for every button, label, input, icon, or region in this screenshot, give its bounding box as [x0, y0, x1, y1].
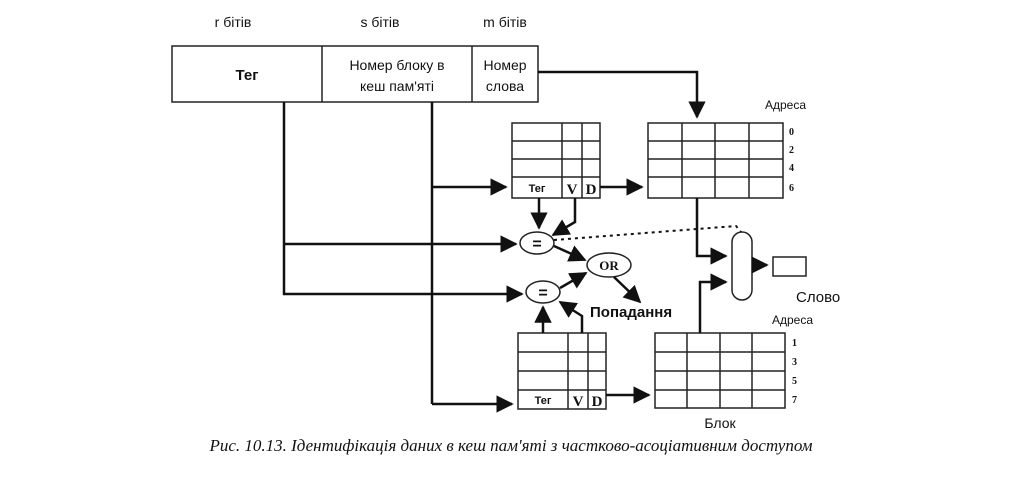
word-width-label: m бітів	[483, 14, 527, 30]
comparator-top	[519, 231, 555, 255]
signal-wires	[282, 70, 769, 413]
valid-bit-label-top: V	[567, 182, 578, 198]
tag-width-label: r бітів	[215, 14, 252, 30]
data-array-bottom	[654, 332, 786, 409]
output-word-box	[772, 256, 807, 277]
block-field-line1: Номер блоку в	[349, 57, 444, 73]
address-6: 6	[789, 183, 794, 194]
tag-col-label-top: Тег	[529, 183, 546, 195]
word-field-line2: слова	[486, 78, 524, 94]
tag-array-top	[511, 122, 601, 199]
data-array-top	[647, 122, 784, 199]
or-gate	[586, 252, 632, 278]
valid-bit-label-bottom: V	[573, 394, 584, 410]
address-0: 0	[789, 127, 794, 138]
address-1: 1	[792, 338, 797, 349]
word-label: Слово	[796, 289, 840, 306]
address-label-top: Адреса	[765, 98, 806, 112]
address-7: 7	[792, 395, 797, 406]
output-multiplexer	[731, 231, 753, 301]
or-gate-label: OR	[599, 258, 619, 273]
address-label-bottom: Адреса	[772, 313, 813, 327]
figure-caption: Рис. 10.13. Ідентифікація даних в кеш па…	[209, 436, 813, 455]
block-field-line2: кеш пам'яті	[360, 78, 434, 94]
word-field-line1: Номер	[483, 57, 526, 73]
select-line	[553, 224, 742, 241]
address-4: 4	[789, 163, 794, 174]
address-5: 5	[792, 376, 797, 387]
address-3: 3	[792, 357, 797, 368]
comparator-top-symbol: =	[532, 236, 541, 253]
tag-col-label-bottom: Тег	[535, 395, 552, 407]
comparator-bottom-symbol: =	[538, 285, 547, 302]
tag-field: Тег	[235, 67, 258, 84]
address-2: 2	[789, 145, 794, 156]
address-register	[171, 45, 539, 103]
dirty-bit-label-top: D	[586, 182, 597, 198]
comparator-bottom	[525, 280, 561, 304]
tag-array-bottom	[517, 332, 607, 410]
block-label: Блок	[704, 415, 736, 431]
hit-label: Попадання	[590, 304, 672, 321]
block-width-label: s бітів	[361, 14, 400, 30]
dirty-bit-label-bottom: D	[592, 394, 603, 410]
